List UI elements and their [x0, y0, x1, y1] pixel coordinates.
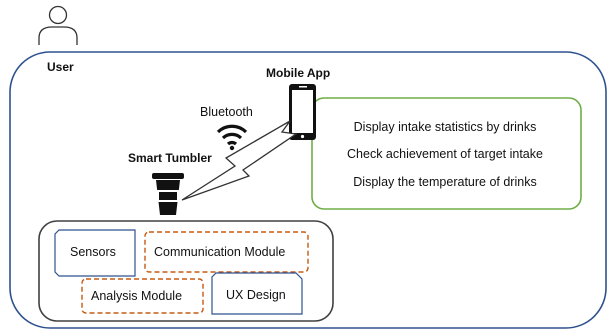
modules-container	[38, 220, 334, 322]
feature-target-achievement: Check achievement of target intake	[347, 147, 543, 161]
communication-module-box	[144, 231, 309, 273]
user-boundary	[9, 51, 607, 329]
app-features-box	[311, 97, 582, 210]
sensors-box	[54, 229, 136, 277]
feature-drink-temperature: Display the temperature of drinks	[353, 175, 537, 189]
ux-design-label: UX Design	[226, 288, 286, 302]
wifi-icon	[216, 124, 248, 151]
analysis-module-label: Analysis Module	[91, 289, 183, 303]
analysis-module-box	[81, 278, 204, 314]
smartphone-icon	[289, 84, 316, 140]
mobile-app-label: Mobile App	[266, 66, 331, 80]
smart-tumbler-label: Smart Tumbler	[128, 151, 212, 165]
ux-design-box	[211, 272, 303, 315]
bluetooth-label: Bluetooth	[200, 105, 253, 119]
user-icon	[38, 5, 78, 45]
communication-module-label: Communication Module	[154, 245, 286, 259]
wireless-link-line	[181, 120, 298, 201]
feature-intake-statistics: Display intake statistics by drinks	[353, 120, 537, 134]
sensors-label: Sensors	[70, 245, 116, 259]
user-label: User	[47, 60, 74, 74]
tumbler-icon	[152, 173, 184, 215]
